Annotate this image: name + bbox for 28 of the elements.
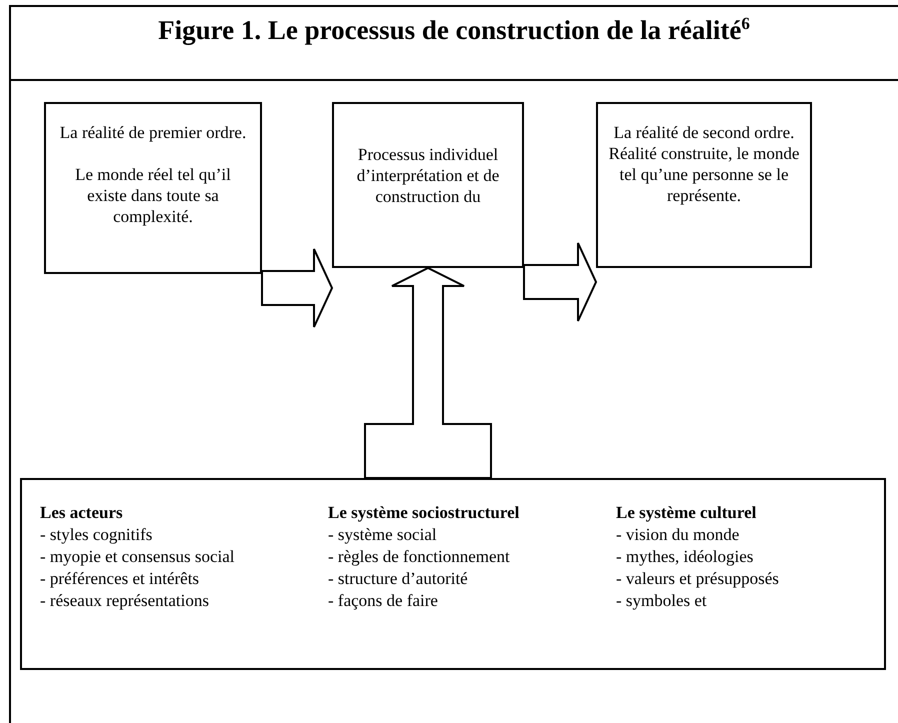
list-item: - réseaux représentations: [40, 590, 210, 611]
process-box: [44, 102, 262, 274]
block-arrow: [261, 248, 334, 328]
process-box: [596, 102, 812, 268]
list-item: - symboles et: [616, 590, 708, 611]
list-item: - préférences et intérêts: [40, 568, 200, 589]
list-item: - système social: [328, 524, 438, 545]
box-text: Processus individuel d’interprétation et de construction du: [356, 144, 500, 207]
list-item: - vision du monde: [616, 524, 740, 545]
factors-box: [20, 478, 886, 670]
box-text: La réalité de second ordre.: [612, 122, 796, 143]
column-heading: Les acteurs: [40, 502, 124, 523]
box-text: Réalité construite, le monde tel qu’une personne se le représente.: [608, 143, 800, 206]
box-text: Le monde réel tel qu’il existe dans toute sa complexité.: [74, 164, 232, 227]
list-item: - mythes, idéologies: [616, 546, 754, 567]
list-item: - structure d’autorité: [328, 568, 469, 589]
figure-title: Figure 1. Le processus de construction de la réalité$^{6}$: [157, 14, 751, 46]
list-item: - myopie et consensus social: [40, 546, 236, 567]
block-arrow: [523, 242, 598, 322]
box-text: La réalité de premier ordre.: [58, 122, 248, 143]
block-arrow: [364, 266, 492, 479]
column-heading: Le système culturel: [616, 502, 758, 523]
list-item: - valeurs et présupposés: [616, 568, 780, 589]
process-box: [332, 102, 524, 268]
list-item: - façons de faire: [328, 590, 439, 611]
column-heading: Le système sociostructurel: [328, 502, 520, 523]
list-item: - règles de fonctionnement: [328, 546, 511, 567]
list-item: - styles cognitifs: [40, 524, 154, 545]
